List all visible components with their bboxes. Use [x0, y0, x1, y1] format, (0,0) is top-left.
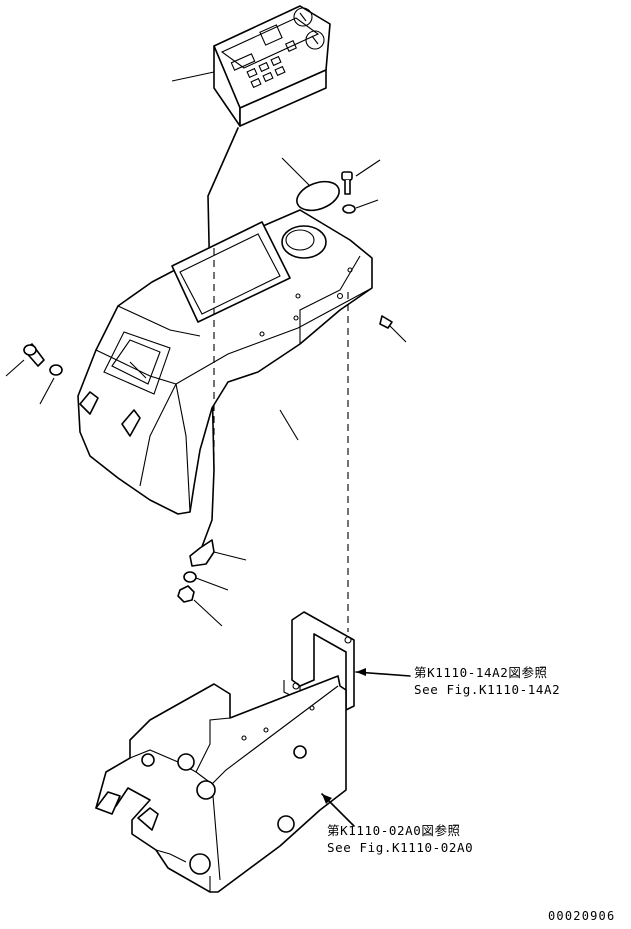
leader-console [279, 409, 299, 441]
reference-label-1-jp: 第K1110-14A2図参照 [414, 665, 548, 680]
washer-top [342, 204, 356, 214]
reference-label-1-en: See Fig.K1110-14A2 [414, 682, 561, 697]
leader-monitor [171, 71, 215, 82]
reference-label-2-en: See Fig.K1110-02A0 [327, 840, 474, 855]
leader-cap [281, 157, 311, 187]
washer-left [49, 364, 63, 376]
cap [296, 180, 340, 212]
nut-lower [177, 585, 195, 603]
monitor-panel [213, 5, 331, 127]
drawing-number: 00020906 [548, 909, 616, 923]
washer-lower [183, 571, 197, 583]
screw-right [379, 315, 393, 329]
base-frame [95, 675, 347, 893]
bolt [341, 171, 353, 195]
console-cover [77, 209, 373, 515]
clip [189, 539, 215, 567]
reference-label-2-jp: 第K1110-02A0図参照 [327, 823, 461, 838]
